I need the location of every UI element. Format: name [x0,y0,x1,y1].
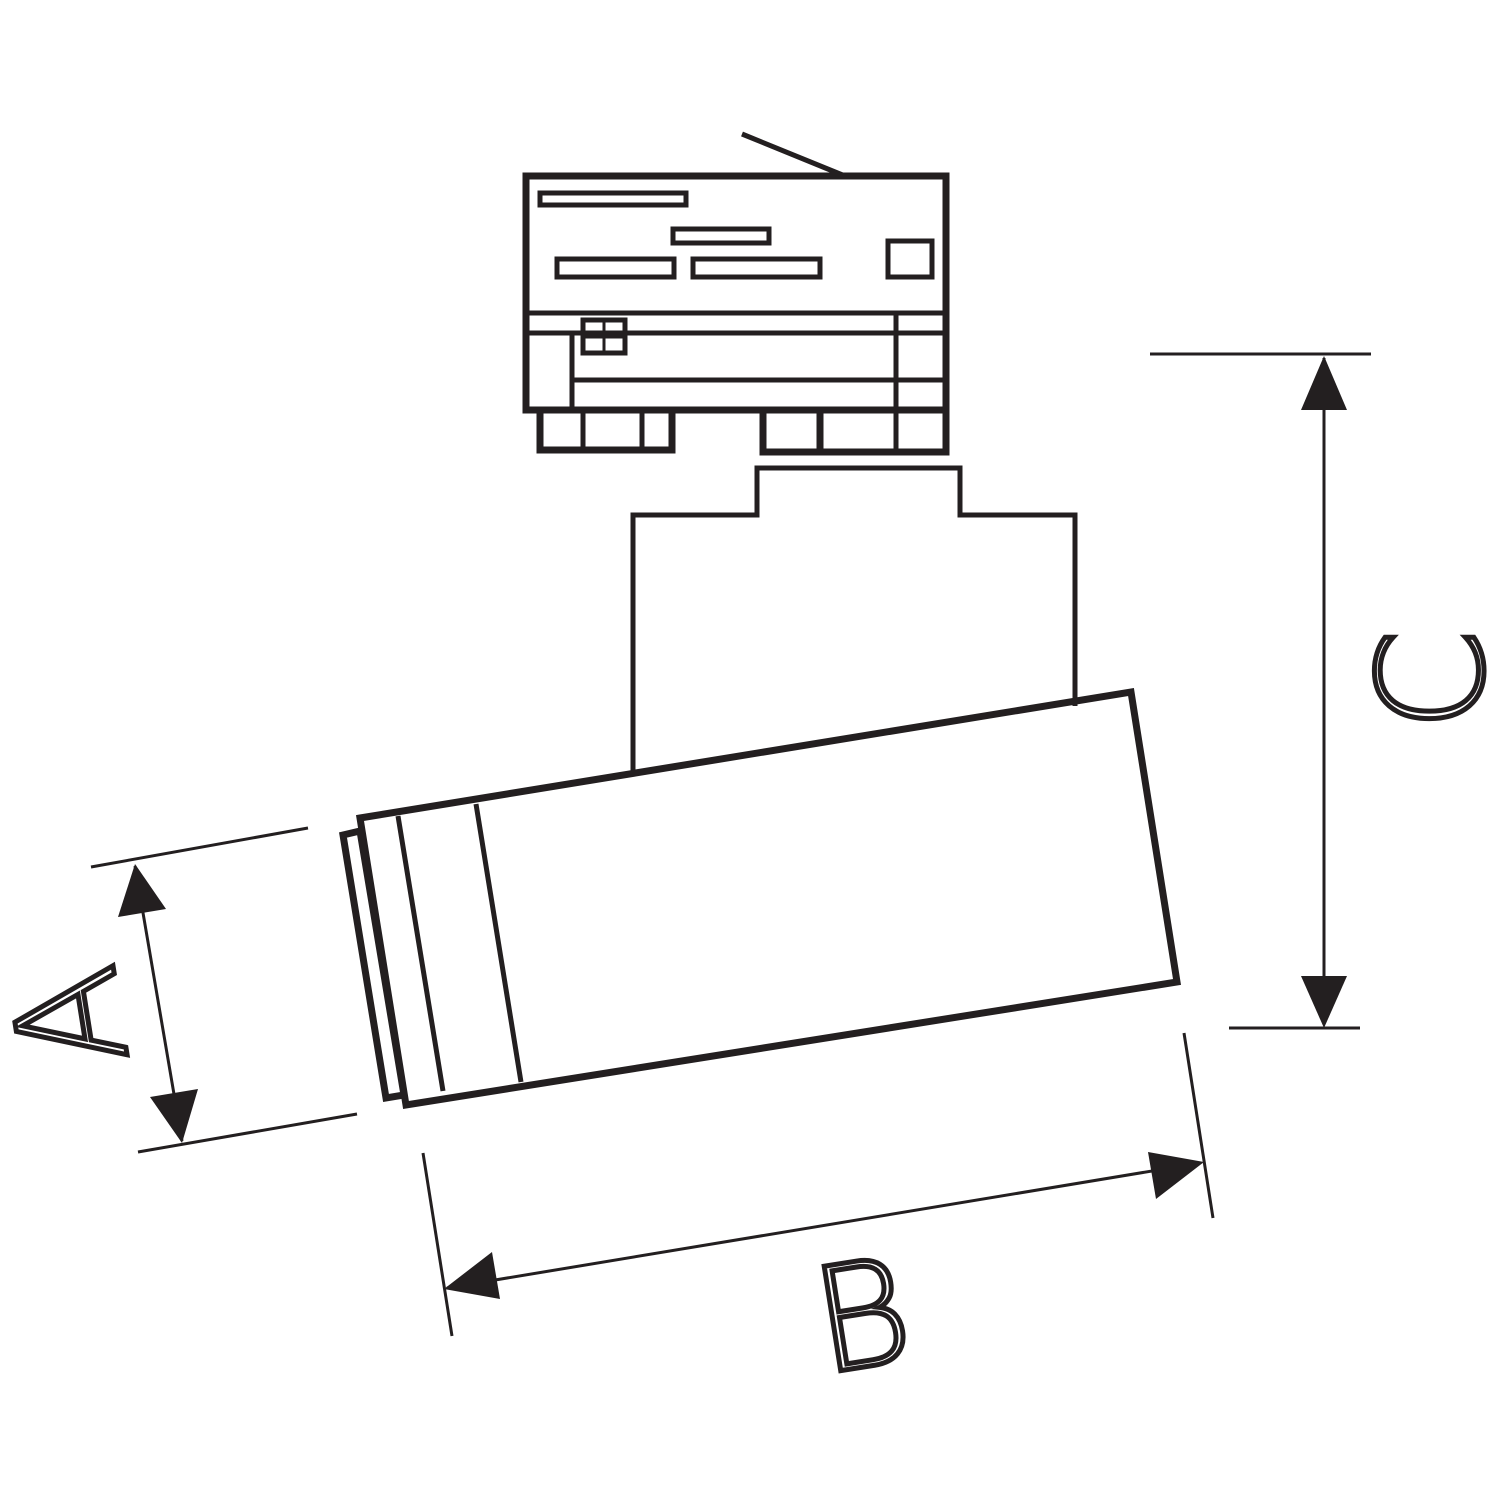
dimension-c-label: C [1348,629,1500,730]
spotlight-bezel-line-2 [473,803,524,1083]
dimension-a-label: A [0,956,162,1080]
adapter-slot-right [690,256,823,280]
adapter-notch [759,406,824,454]
dimension-a-arrowhead-top [118,864,166,917]
dimension-b: B [421,1032,1215,1410]
track-adapter [522,131,950,456]
dimension-b-extension-right [1182,1032,1215,1219]
adapter-slot-top [537,190,689,208]
adapter-foot-right [759,406,950,456]
dimension-c-arrowhead-bottom [1301,976,1347,1028]
adapter-contact-pin [741,131,846,179]
dimension-a-extension-bottom [137,1112,358,1154]
spotlight-front-ring [339,826,409,1103]
driver-housing [630,465,1078,771]
dimension-a: A [0,826,358,1154]
adapter-body [522,172,950,414]
dimension-b-line [446,1161,1201,1290]
adapter-square-window [885,238,935,280]
dimension-a-extension-top [90,826,309,869]
dimension-b-label: B [802,1226,922,1408]
dimension-a-arrowhead-bottom [150,1089,198,1143]
dimension-c: C [1150,352,1500,1030]
spotlight-body [355,687,1182,1110]
dimension-b-arrowhead-right [1148,1152,1204,1199]
adapter-foot-left [536,406,676,454]
dimension-b-arrowhead-left [444,1252,500,1299]
spotlight-bezel-line-1 [395,815,446,1092]
adapter-slot-left [554,256,677,280]
spotlight-head [339,687,1182,1110]
dimension-c-arrowhead-top [1301,356,1347,410]
dimension-b-extension-left [421,1152,454,1337]
adapter-slot-middle [670,226,772,246]
